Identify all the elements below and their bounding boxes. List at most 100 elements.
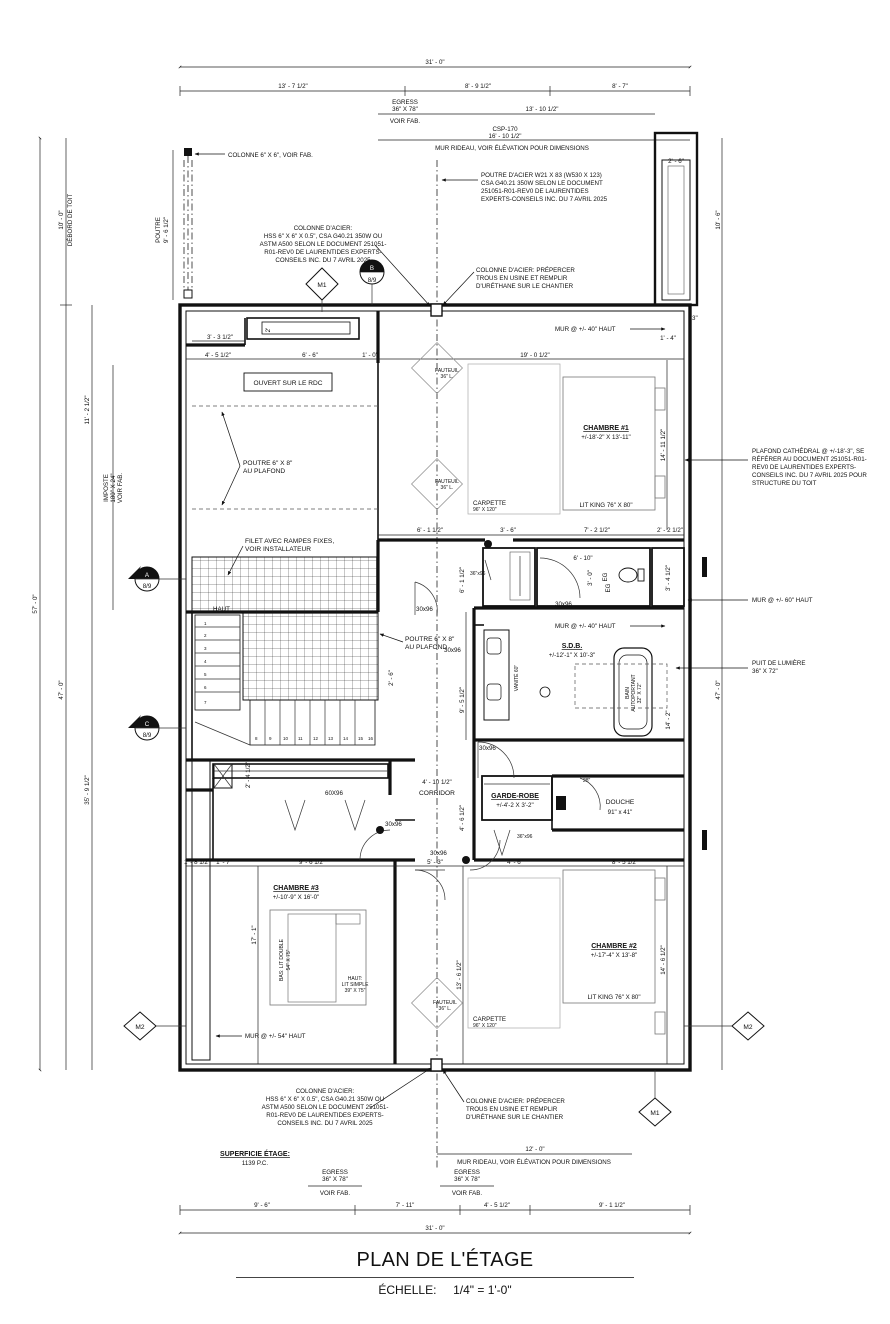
svg-text:MUR @ +/- 40" HAUT: MUR @ +/- 40" HAUT xyxy=(555,326,616,333)
svg-text:8/9: 8/9 xyxy=(143,583,152,590)
svg-text:D'URÉTHANE SUR LE CHANTIER: D'URÉTHANE SUR LE CHANTIER xyxy=(476,283,574,290)
svg-text:EG: EG xyxy=(605,583,612,592)
garde-robe-name: GARDE-ROBE xyxy=(491,793,539,800)
dim-left-47: 47' - 0" xyxy=(58,680,65,699)
csp-dim: 16' - 10 1/2" xyxy=(489,133,522,140)
csp-label: CSP-170 xyxy=(492,126,518,133)
svg-text:COLONNE D'ACIER: PRÉPERCER: COLONNE D'ACIER: PRÉPERCER xyxy=(476,267,575,274)
svg-text:15: 15 xyxy=(358,736,364,741)
svg-text:CONSEILS INC. DU 7 AVRIL 2025: CONSEILS INC. DU 7 AVRIL 2025 xyxy=(275,257,371,264)
svg-text:CONSEILS INC. DU 7 AVRIL 2025: CONSEILS INC. DU 7 AVRIL 2025 POUR xyxy=(752,472,867,479)
corridor-label: CORRIDOR xyxy=(419,790,455,797)
chambre1-bed: LIT KING 76" X 80" xyxy=(579,502,632,509)
sdb-name: S.D.B. xyxy=(562,643,583,650)
svg-text:EG: EG xyxy=(602,572,609,581)
svg-text:EGRESS: EGRESS xyxy=(454,1169,480,1176)
marker-m1-top: M1 xyxy=(305,267,339,312)
svg-text:7' - 11": 7' - 11" xyxy=(396,1202,415,1209)
dim-top-c: 8' - 7" xyxy=(612,83,628,90)
poutre-plafond-2: POUTRE 6" X 8" xyxy=(405,636,455,643)
svg-text:2' - 4 1/2": 2' - 4 1/2" xyxy=(245,762,252,788)
exterior-walls xyxy=(178,160,692,1170)
svg-text:3' - 0": 3' - 0" xyxy=(587,570,594,586)
svg-text:60X96: 60X96 xyxy=(325,790,343,797)
chambre1-name: CHAMBRE #1 xyxy=(583,425,629,432)
garde-robe-size: +/-4'-2 X 3'-2" xyxy=(496,802,533,809)
svg-text:3' - 6": 3' - 6" xyxy=(500,527,516,534)
filet-note-1: FILET AVEC RAMPES FIXES, xyxy=(245,538,334,545)
room-dimensions: 3' - 3 1/2" 2' 4' - 5 1/2" 6' - 6" 1' - … xyxy=(184,315,698,1064)
sdb-size: +/-12'-1" X 10'-3" xyxy=(549,652,595,659)
svg-text:10: 10 xyxy=(283,736,289,741)
svg-text:4: 4 xyxy=(204,659,207,664)
svg-text:R01-REV0 DE LAURENTIDES EXPERT: R01-REV0 DE LAURENTIDES EXPERTS- xyxy=(264,249,381,256)
svg-text:6' - 1 1/2": 6' - 1 1/2" xyxy=(417,527,443,534)
svg-text:30x96: 30x96 xyxy=(555,601,572,608)
svg-text:13: 13 xyxy=(328,736,334,741)
chambre-1: CHAMBRE #1 +/-18'-2" X 13'-11" LIT KING … xyxy=(410,341,666,515)
douche-name: DOUCHE xyxy=(606,799,635,806)
svg-text:TROUS EN USINE ET REMPLIR: TROUS EN USINE ET REMPLIR xyxy=(466,1106,558,1113)
svg-text:RÉFÉRER AU DOCUMENT 251051-R01: RÉFÉRER AU DOCUMENT 251051-R01- xyxy=(752,456,867,463)
svg-text:6: 6 xyxy=(204,685,207,690)
dim-left-11: 11' - 2 1/2" xyxy=(84,395,91,424)
svg-text:R01-REV0 DE LAURENTIDES EXPERT: R01-REV0 DE LAURENTIDES EXPERTS- xyxy=(266,1112,383,1119)
dim-top-d: 13' - 10 1/2" xyxy=(526,106,559,113)
svg-text:36" X 78": 36" X 78" xyxy=(454,1176,480,1183)
right-dimensions: 10' - 6" 47' - 0" xyxy=(715,138,723,1070)
svg-text:D'URÉTHANE SUR LE CHANTIER: D'URÉTHANE SUR LE CHANTIER xyxy=(466,1114,564,1121)
poutre-plafond-1: POUTRE 6" X 8" xyxy=(243,460,293,467)
svg-text:CONSEILS INC. DU 7 AVRIL 2025: CONSEILS INC. DU 7 AVRIL 2025 xyxy=(277,1120,373,1127)
chambre3-name: CHAMBRE #3 xyxy=(273,885,319,892)
left-dimensions: 57' - 0" 10' - 0" DÉBORD DE TOIT 47' - 0… xyxy=(32,136,174,1072)
svg-text:31' - 0": 31' - 0" xyxy=(425,1225,444,1232)
svg-text:1: 1 xyxy=(204,621,207,626)
svg-text:M2: M2 xyxy=(743,1024,752,1031)
svg-text:VOIR FAB.: VOIR FAB. xyxy=(320,1190,351,1197)
svg-text:9' - 5 1/2": 9' - 5 1/2" xyxy=(459,687,466,713)
svg-text:2' - 2 1/2": 2' - 2 1/2" xyxy=(657,527,683,534)
svg-text:LIT SIMPLE: LIT SIMPLE xyxy=(342,982,370,988)
page-title: PLAN DE L'ÉTAGE xyxy=(356,1249,534,1271)
svg-text:4' - 5 1/2": 4' - 5 1/2" xyxy=(205,352,231,359)
chambre-3: CHAMBRE #3 +/-10'-9" X 16'-0" BAS: LIT D… xyxy=(269,885,370,1006)
svg-text:1' - 7": 1' - 7" xyxy=(216,859,232,866)
douche-size: 91" x 41" xyxy=(608,809,633,816)
svg-text:ASTM A500 SELON LE DOCUMENT 25: ASTM A500 SELON LE DOCUMENT 251051- xyxy=(262,1104,389,1111)
marker-c: C 8/9 xyxy=(128,715,186,741)
stairs: 1 2 3 4 5 6 7 8 9 10 11 12 13 14 15 16 xyxy=(194,614,376,746)
svg-text:AUTOPORTANT: AUTOPORTANT xyxy=(631,674,637,711)
imposte-size: 180" X 24" xyxy=(110,473,117,502)
svg-text:8/9: 8/9 xyxy=(368,277,377,284)
debord-label: DÉBORD DE TOIT xyxy=(67,194,74,247)
svg-text:6' - 1 1/2": 6' - 1 1/2" xyxy=(459,567,466,593)
svg-text:9: 9 xyxy=(269,736,272,741)
svg-text:COLONNE D'ACIER: PRÉPERCER: COLONNE D'ACIER: PRÉPERCER xyxy=(466,1098,565,1105)
svg-text:HAUT:: HAUT: xyxy=(348,976,362,982)
svg-text:36" X 72": 36" X 72" xyxy=(752,668,778,675)
svg-text:POUTRE D'ACIER W21 X 83 (W530: POUTRE D'ACIER W21 X 83 (W530 X 123) xyxy=(481,172,602,179)
svg-text:M1: M1 xyxy=(650,1110,659,1117)
scale-line: ÉCHELLE: 1/4" = 1'-0" xyxy=(0,1283,890,1297)
marker-a: A 8/9 xyxy=(128,566,186,592)
svg-text:16: 16 xyxy=(368,736,374,741)
interior-walls xyxy=(186,311,685,1064)
dim-left-35: 35' - 9 1/2" xyxy=(84,775,91,805)
chambre2-carpet-size: 96" X 120" xyxy=(473,1023,497,1029)
imposte-voirfab: VOIR FAB. xyxy=(117,473,124,504)
svg-text:5' - 3": 5' - 3" xyxy=(427,859,443,866)
svg-text:6' - 6": 6' - 6" xyxy=(302,352,318,359)
svg-text:PLAFOND CATHÉDRAL @ +/-18'-3",: PLAFOND CATHÉDRAL @ +/-18'-3", SE xyxy=(752,448,864,455)
dim-top-b: 8' - 9 1/2" xyxy=(465,83,491,90)
egress-top-voirfab: VOIR FAB. xyxy=(390,118,421,125)
svg-text:30x96: 30x96 xyxy=(385,821,402,828)
svg-text:B: B xyxy=(370,265,374,272)
svg-text:7' - 2 1/2": 7' - 2 1/2" xyxy=(584,527,610,534)
svg-text:3: 3 xyxy=(204,646,207,651)
svg-text:30x96: 30x96 xyxy=(430,850,447,857)
svg-text:30x96: 30x96 xyxy=(444,647,461,654)
top-dimensions: 31' - 0" 13' - 7 1/2" 8' - 9 1/2" 8' - 7… xyxy=(178,59,692,152)
svg-text:14: 14 xyxy=(343,736,349,741)
svg-text:2' - 6": 2' - 6" xyxy=(388,670,395,686)
